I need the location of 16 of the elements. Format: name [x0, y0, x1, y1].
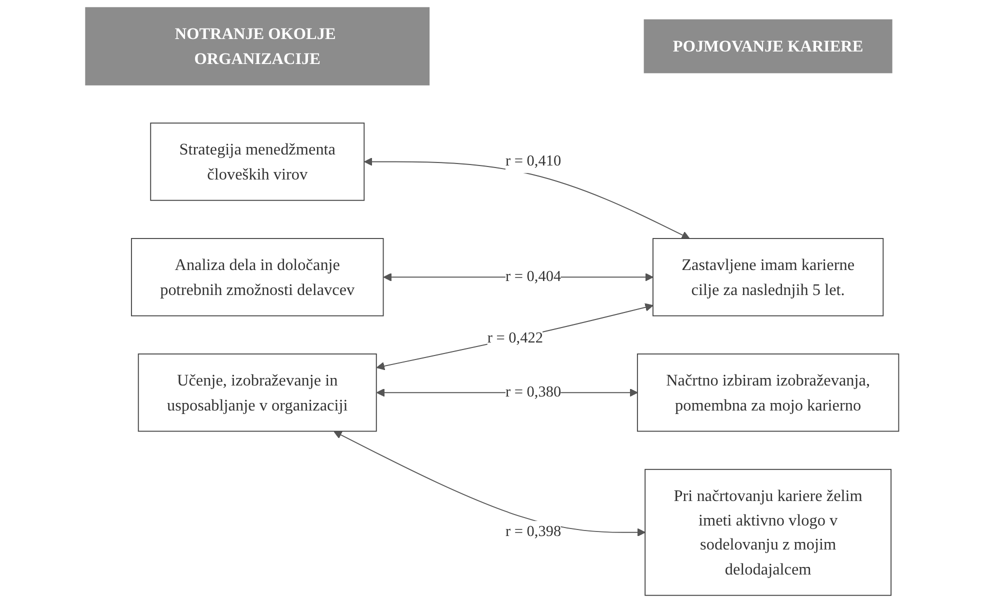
edge-label: r = 0,422 — [487, 330, 543, 346]
node-box: POJMOVANJE KARIERE — [644, 19, 892, 74]
edge-label: r = 0,404 — [505, 268, 561, 285]
node-box: Zastavljene imam karierne cilje za naslednjih 5 let. — [652, 238, 884, 316]
node-box: Analiza dela in določanje potrebnih zmožnosti delavcev — [130, 238, 384, 316]
arrow — [376, 303, 654, 370]
edge-label: r = 0,410 — [505, 153, 561, 170]
node-box: Načrtno izbiram izobraževanja, pomembna za mojo karierno — [636, 353, 899, 432]
arrow — [333, 431, 646, 537]
node-box: Pri načrtovanju kariere želim imeti aktivno vlogo v sodelovanju z mojim delodajalcem — [644, 468, 892, 596]
arrow — [364, 158, 690, 239]
node-box: NOTRANJE OKOLJE ORGANIZACIJE — [85, 7, 430, 86]
node-box: Učenje, izobraževanje in usposabljanje v organizaciji — [138, 353, 377, 432]
edge-label: r = 0,380 — [505, 384, 561, 400]
edge-label: r = 0,398 — [505, 524, 561, 540]
node-box: Strategija menedžmenta človeških virov — [150, 122, 364, 201]
